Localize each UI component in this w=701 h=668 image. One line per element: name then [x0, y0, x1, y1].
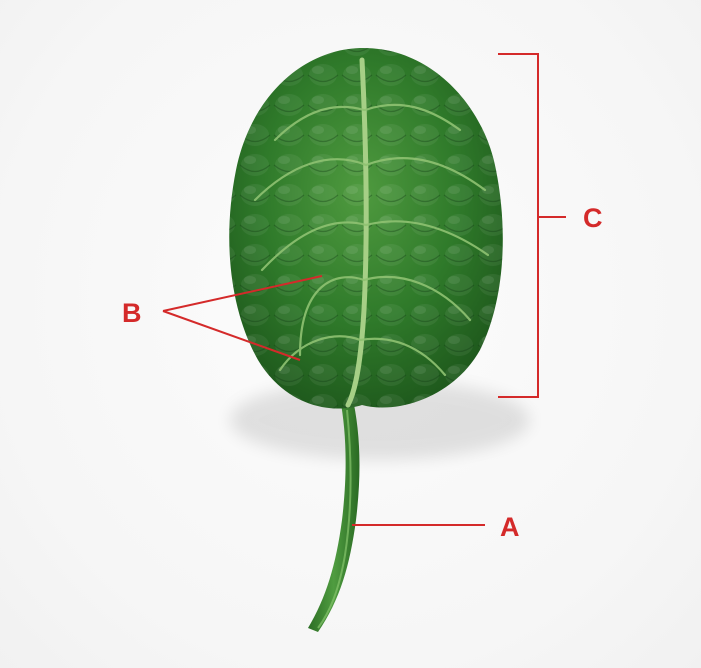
bracket-c [498, 54, 566, 397]
label-a: A [500, 512, 520, 542]
callout-c: C [498, 54, 603, 397]
callout-a: A [352, 512, 520, 542]
label-c: C [583, 203, 603, 233]
label-b: B [122, 298, 142, 328]
